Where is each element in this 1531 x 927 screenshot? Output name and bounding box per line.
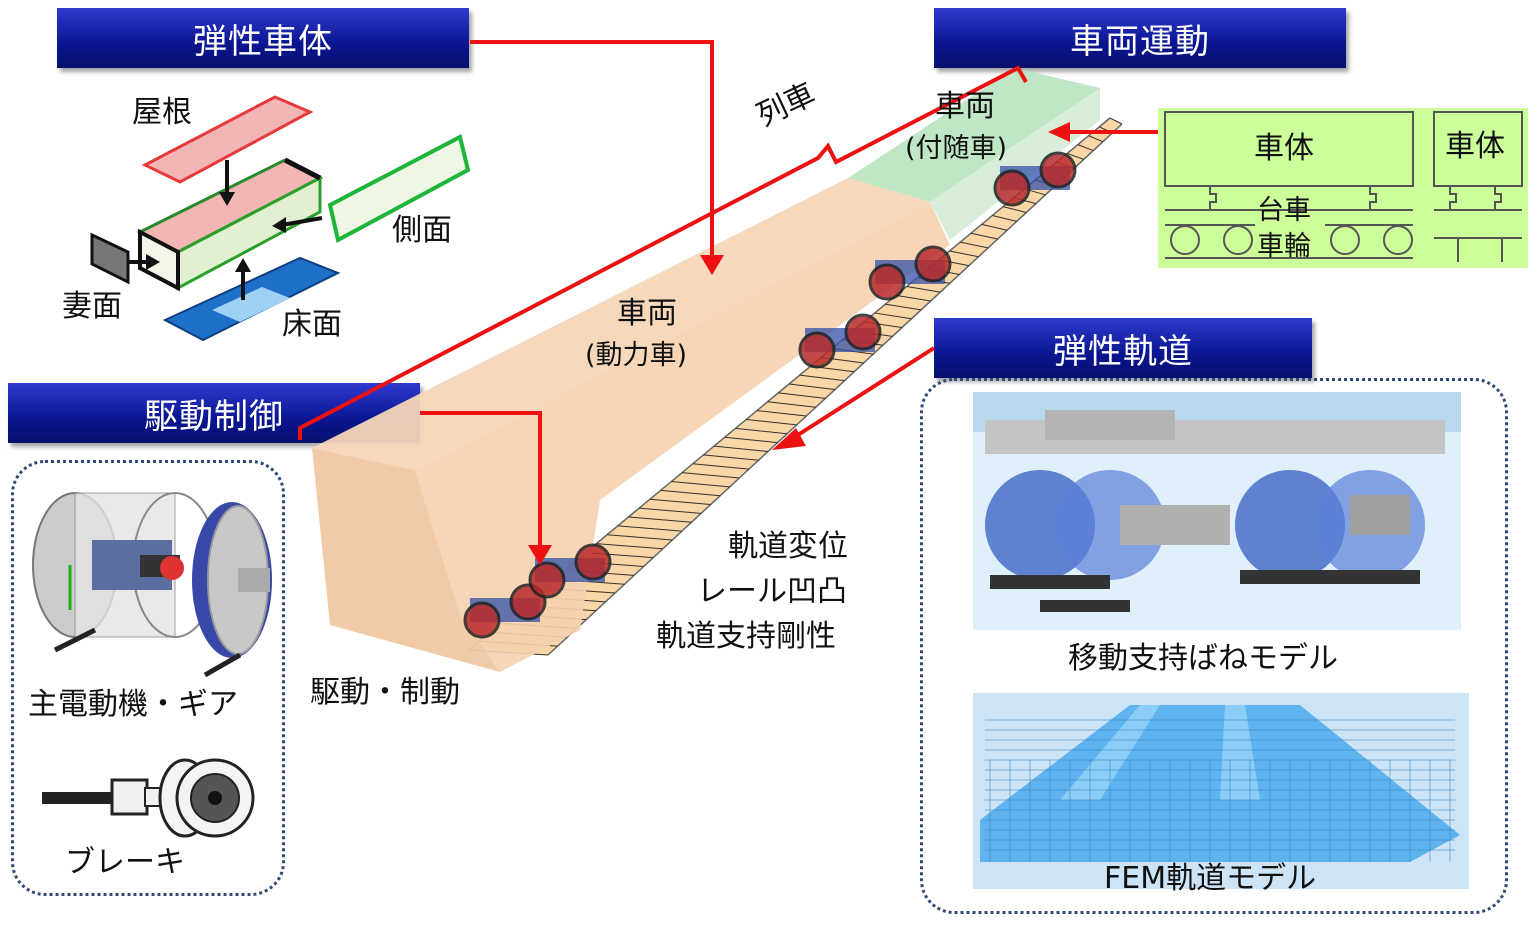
track-sleeper: [714, 445, 769, 452]
track-sleeper: [1002, 206, 1027, 213]
track-sleeper: [692, 463, 749, 470]
model-body-left-label: 車体: [1254, 131, 1314, 166]
track-sleeper: [960, 241, 989, 249]
track-factor-3: 軌道支持剛性: [656, 619, 836, 654]
train-illustration: [312, 68, 1123, 672]
model-body-right-box: [1433, 111, 1523, 187]
trailer-car-sublabel: (付随車): [905, 133, 1008, 164]
trailer-car-body: [848, 68, 1100, 202]
track-sleeper: [1067, 152, 1084, 160]
power-car-label: 車両: [617, 296, 677, 331]
side-label: 側面: [392, 213, 452, 248]
motor-gear-label: 主電動機・ギア: [28, 687, 238, 722]
side-panel: [327, 134, 471, 244]
track-sleeper: [788, 383, 836, 390]
track-sleeper: [885, 303, 922, 311]
end-panel: [90, 232, 130, 285]
model-wheel: [1330, 225, 1360, 255]
track-factor-1: 軌道変位: [728, 529, 848, 564]
track-factor-2: レール凹凸: [697, 574, 847, 609]
track-sleeper: [981, 223, 1008, 231]
elastic-track-panel: [920, 378, 1508, 914]
track-band: [468, 118, 1122, 655]
moving-spring-model-label: 移動支持ばねモデル: [1068, 641, 1338, 676]
trailer-car-label: 車両: [935, 89, 995, 124]
track-sleeper: [992, 215, 1017, 222]
track-sleeper: [949, 250, 979, 258]
header-elastic-track: 弾性軌道: [934, 318, 1312, 378]
power-car-side: [415, 202, 950, 672]
wheel: [914, 245, 952, 283]
train-bracket: [298, 65, 1028, 440]
header-elastic-body: 弾性車体: [57, 8, 469, 68]
wheel: [574, 543, 612, 581]
track-sleeper: [778, 392, 826, 399]
car-box-end: [138, 228, 180, 292]
fem-track-model-illustration: [973, 693, 1469, 889]
connector-arrowheads: [528, 122, 1070, 565]
floor-label: 床面: [282, 307, 342, 342]
roof-panel: [141, 95, 314, 184]
brake-label: ブレーキ: [65, 845, 185, 880]
track-sleeper: [799, 374, 845, 382]
track-sleeper: [756, 410, 807, 417]
track-sleeper: [874, 312, 912, 320]
wheel: [463, 601, 501, 639]
connector-elastic-track: [788, 346, 936, 442]
track-sleeper: [724, 436, 778, 444]
model-wheel: [1170, 225, 1200, 255]
model-wheel: [1223, 225, 1253, 255]
vehicle-model-schematic: [1158, 108, 1528, 268]
wheel: [868, 263, 906, 301]
track-sleeper: [746, 418, 797, 426]
power-car-roof: [312, 178, 930, 470]
model-body-left-box: [1164, 111, 1414, 187]
wheel: [993, 169, 1031, 207]
track-sleeper: [895, 294, 931, 302]
power-car-sublabel: (動力車): [585, 340, 688, 371]
motor-gear-illustration: [32, 492, 272, 678]
power-car-end: [312, 448, 500, 672]
track-sleeper: [628, 516, 692, 523]
drive-control-panel: [11, 460, 285, 896]
car-body-exploded-illustration: [90, 95, 471, 342]
header-vehicle-motion: 車両運動: [934, 8, 1346, 68]
connector-elastic-body: [470, 40, 714, 258]
track-sleeper: [703, 454, 759, 461]
track-sleeper: [1088, 135, 1104, 143]
brake-illustration: [42, 758, 255, 838]
track-sleeper: [607, 534, 673, 541]
track-sleeper: [671, 481, 730, 488]
track-sleeper: [660, 489, 721, 497]
wheel: [844, 313, 882, 351]
connector-drive-control: [420, 411, 542, 548]
track-sleeper: [649, 498, 711, 506]
model-bogie-label: 台車: [1257, 195, 1311, 226]
drive-brake-label: 駆動・制動: [310, 675, 460, 710]
track-sleeper: [970, 232, 998, 240]
wheel: [798, 331, 836, 369]
wheel: [528, 561, 566, 599]
track-sleeper: [681, 472, 740, 479]
connector-lines: [298, 40, 1158, 548]
model-body-right-label: 車体: [1445, 129, 1505, 164]
track-sleeper: [617, 525, 682, 532]
roof-label: 屋根: [132, 95, 192, 130]
track-sleeper: [1077, 144, 1094, 152]
moving-spring-model-illustration: [973, 392, 1461, 630]
model-wheel: [1383, 225, 1413, 255]
track-sleeper: [767, 401, 816, 408]
track-sleeper: [1109, 117, 1123, 125]
fem-track-model-label: FEM軌道モデル: [1104, 861, 1317, 896]
track-sleeper: [735, 427, 788, 435]
end-label: 妻面: [62, 289, 122, 324]
track-sleeper: [906, 285, 941, 293]
track-sleeper: [596, 543, 663, 550]
wheel: [1039, 151, 1077, 189]
model-wheel-label: 車輪: [1257, 231, 1311, 262]
track-sleeper: [639, 507, 702, 514]
